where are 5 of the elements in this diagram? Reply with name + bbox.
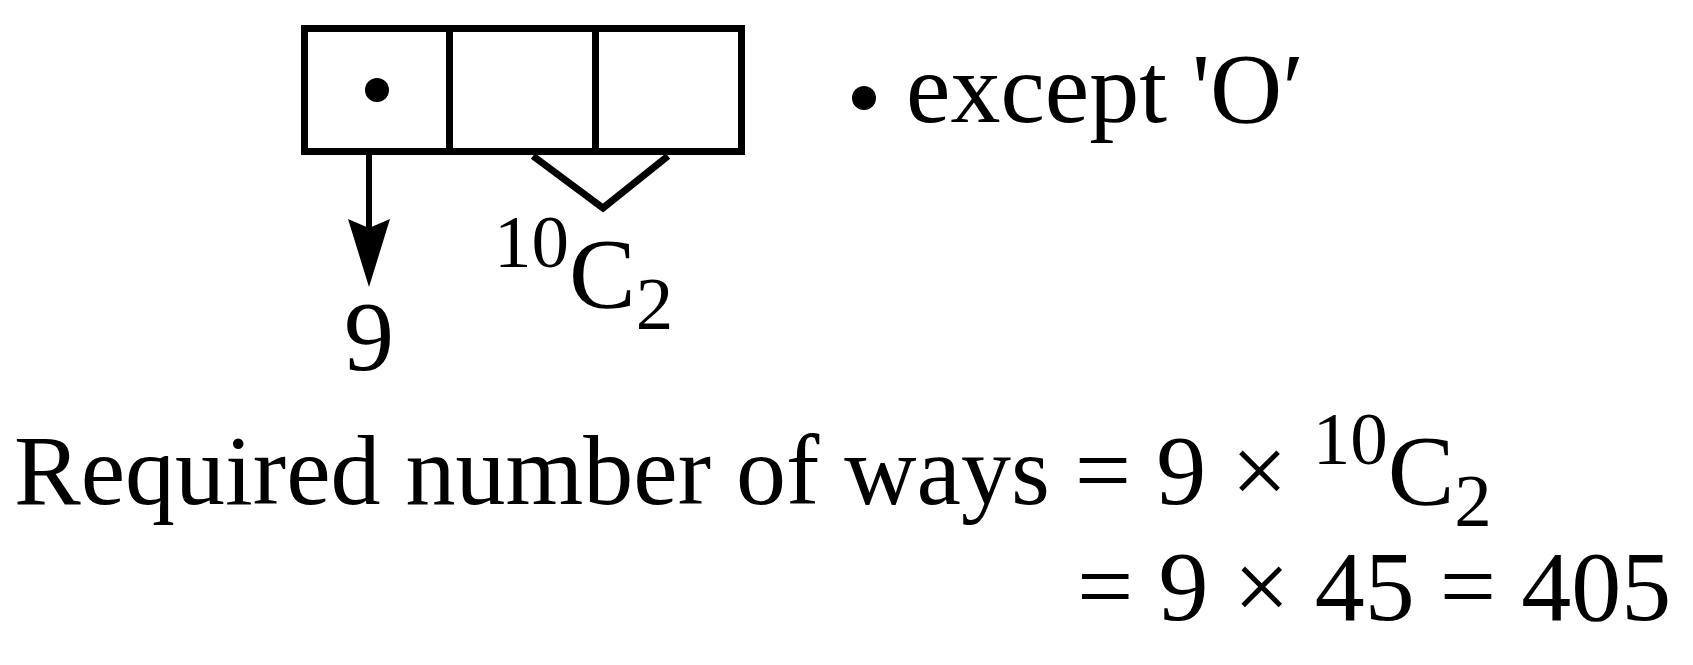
arrow xyxy=(348,155,390,287)
combination-expression: $^{10}$C$_{2}$ xyxy=(494,214,674,334)
result-number: 9 xyxy=(344,287,394,387)
equation-line: Required number of ways = 9 × $^{10}$C$_{2}$ xyxy=(14,411,1492,531)
equation-line: = 9 × 45 = 405 xyxy=(1077,537,1672,637)
